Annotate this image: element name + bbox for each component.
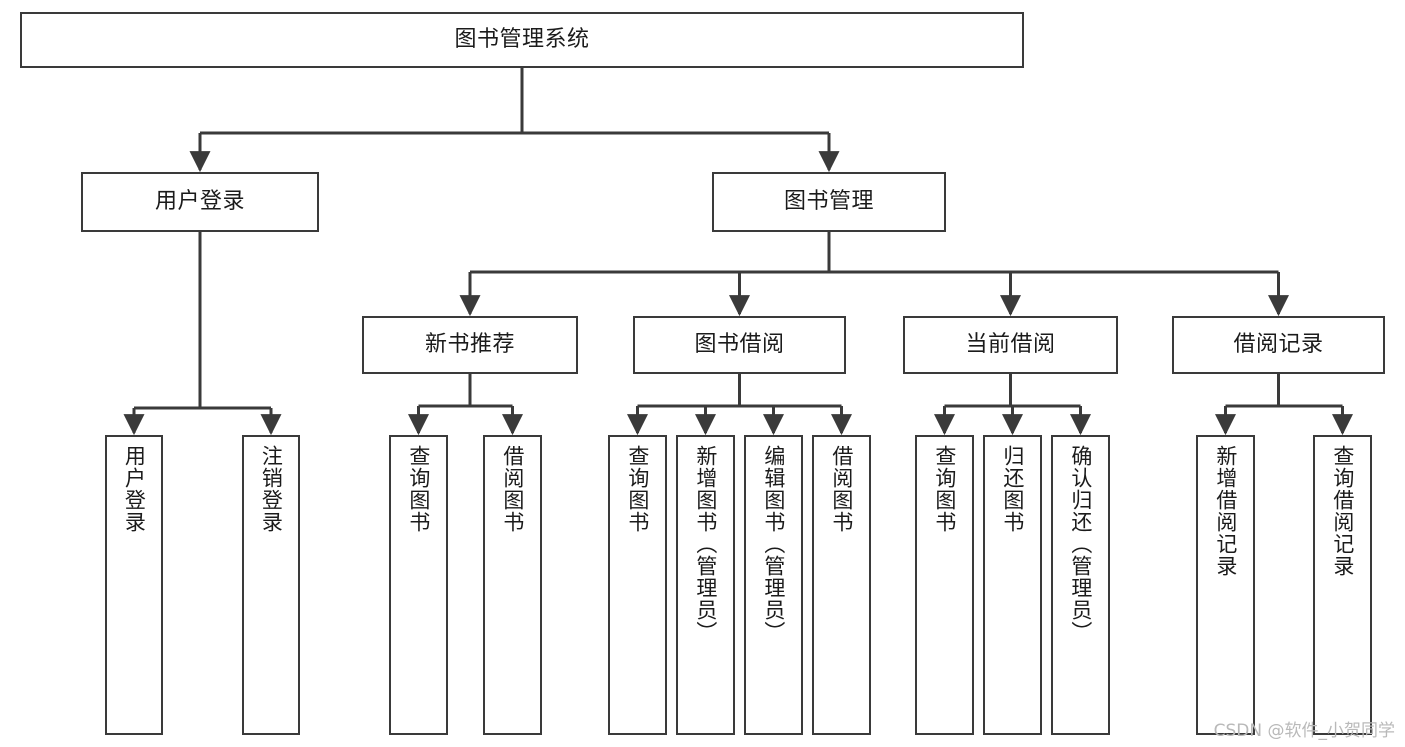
node-new-book-recommend[interactable]: 新书推荐: [362, 316, 578, 374]
leaf-borrow-borrow-book-label: 借阅图书: [829, 445, 854, 533]
csdn-watermark: CSDN @软件_小贺同学: [1213, 721, 1395, 741]
leaf-new-query-book-label: 查询图书: [406, 445, 431, 533]
leaf-new-borrow-book[interactable]: 借阅图书: [483, 435, 542, 735]
leaf-current-query-book-label: 查询图书: [932, 445, 957, 533]
leaf-new-borrow-book-label: 借阅图书: [500, 445, 525, 533]
node-borrow-record-label: 借阅记录: [1233, 332, 1324, 358]
leaf-borrow-query-book-label: 查询图书: [625, 445, 650, 533]
node-borrow-record[interactable]: 借阅记录: [1172, 316, 1385, 374]
leaf-borrow-edit-book-label: 编辑图书（管理员）: [761, 445, 786, 643]
leaf-current-confirm-return-label: 确认归还（管理员）: [1068, 445, 1093, 643]
leaf-record-query[interactable]: 查询借阅记录: [1313, 435, 1372, 735]
node-current-borrow[interactable]: 当前借阅: [903, 316, 1118, 374]
leaf-record-add[interactable]: 新增借阅记录: [1196, 435, 1255, 735]
node-book-borrow[interactable]: 图书借阅: [633, 316, 846, 374]
node-user-login-module-label: 用户登录: [154, 189, 245, 215]
leaf-user-login[interactable]: 用户登录: [105, 435, 163, 735]
node-root[interactable]: 图书管理系统: [20, 12, 1024, 68]
leaf-borrow-add-book[interactable]: 新增图书（管理员）: [676, 435, 735, 735]
leaf-borrow-add-book-label: 新增图书（管理员）: [693, 445, 718, 643]
node-book-borrow-label: 图书借阅: [694, 332, 785, 358]
node-current-borrow-label: 当前借阅: [965, 332, 1056, 358]
node-book-management-module[interactable]: 图书管理: [712, 172, 946, 232]
leaf-current-return-book-label: 归还图书: [1000, 445, 1025, 533]
node-new-book-recommend-label: 新书推荐: [424, 332, 515, 358]
leaf-new-query-book[interactable]: 查询图书: [389, 435, 448, 735]
leaf-user-logout-label: 注销登录: [259, 445, 284, 533]
leaf-borrow-query-book[interactable]: 查询图书: [608, 435, 667, 735]
leaf-current-return-book[interactable]: 归还图书: [983, 435, 1042, 735]
leaf-current-query-book[interactable]: 查询图书: [915, 435, 974, 735]
leaf-user-login-label: 用户登录: [122, 445, 147, 533]
leaf-record-add-label: 新增借阅记录: [1213, 445, 1238, 577]
node-root-label: 图书管理系统: [454, 27, 590, 53]
leaf-borrow-borrow-book[interactable]: 借阅图书: [812, 435, 871, 735]
leaf-record-query-label: 查询借阅记录: [1330, 445, 1355, 577]
node-book-management-module-label: 图书管理: [783, 189, 874, 215]
node-user-login-module[interactable]: 用户登录: [81, 172, 319, 232]
leaf-current-confirm-return[interactable]: 确认归还（管理员）: [1051, 435, 1110, 735]
leaf-user-logout[interactable]: 注销登录: [242, 435, 300, 735]
leaf-borrow-edit-book[interactable]: 编辑图书（管理员）: [744, 435, 803, 735]
